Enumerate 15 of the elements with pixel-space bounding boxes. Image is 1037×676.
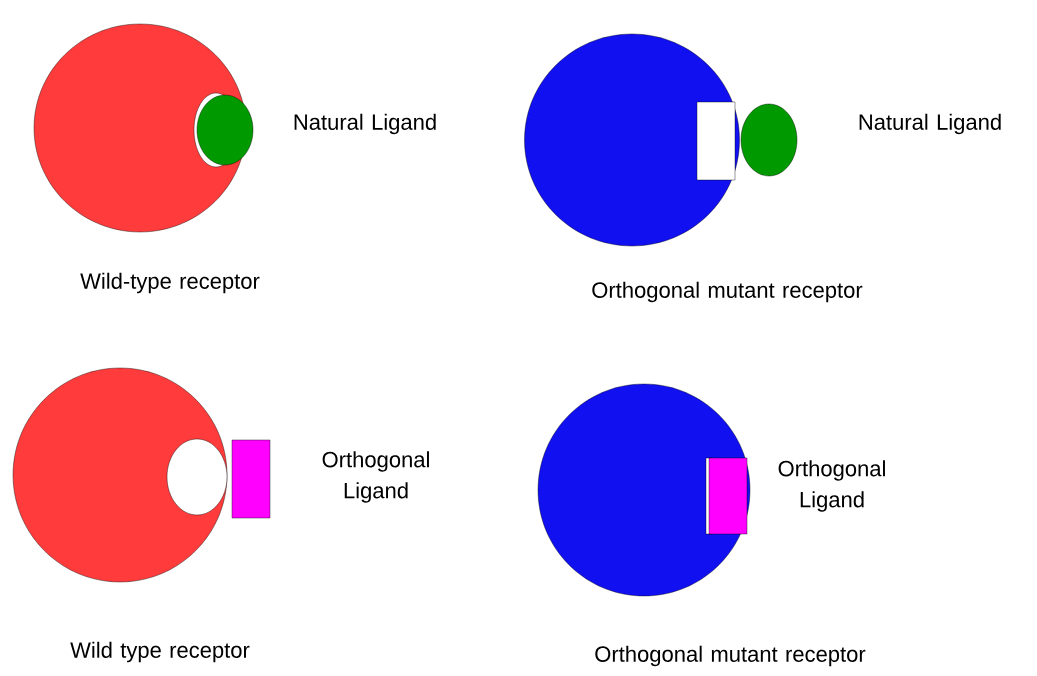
ligand-label: Orthogonal Ligand bbox=[778, 460, 885, 512]
receptor-circle bbox=[537, 383, 751, 597]
ligand-oval bbox=[196, 94, 254, 166]
ligand-label: Orthogonal Ligand bbox=[322, 451, 429, 503]
receptor-circle bbox=[12, 367, 228, 583]
receptor-label: Wild type receptor bbox=[70, 641, 250, 663]
ligand-label: Natural Ligand bbox=[859, 113, 1001, 135]
ligand-block bbox=[708, 457, 748, 535]
receptor-label: Wild-type receptor bbox=[80, 272, 260, 294]
ligand-oval bbox=[740, 103, 798, 177]
receptor-circle bbox=[524, 33, 740, 247]
receptor-label: Orthogonal mutant receptor bbox=[592, 281, 863, 303]
ligand-label: Natural Ligand bbox=[294, 113, 436, 135]
ligand-block bbox=[231, 439, 271, 519]
receptor-label: Orthogonal mutant receptor bbox=[595, 645, 866, 667]
